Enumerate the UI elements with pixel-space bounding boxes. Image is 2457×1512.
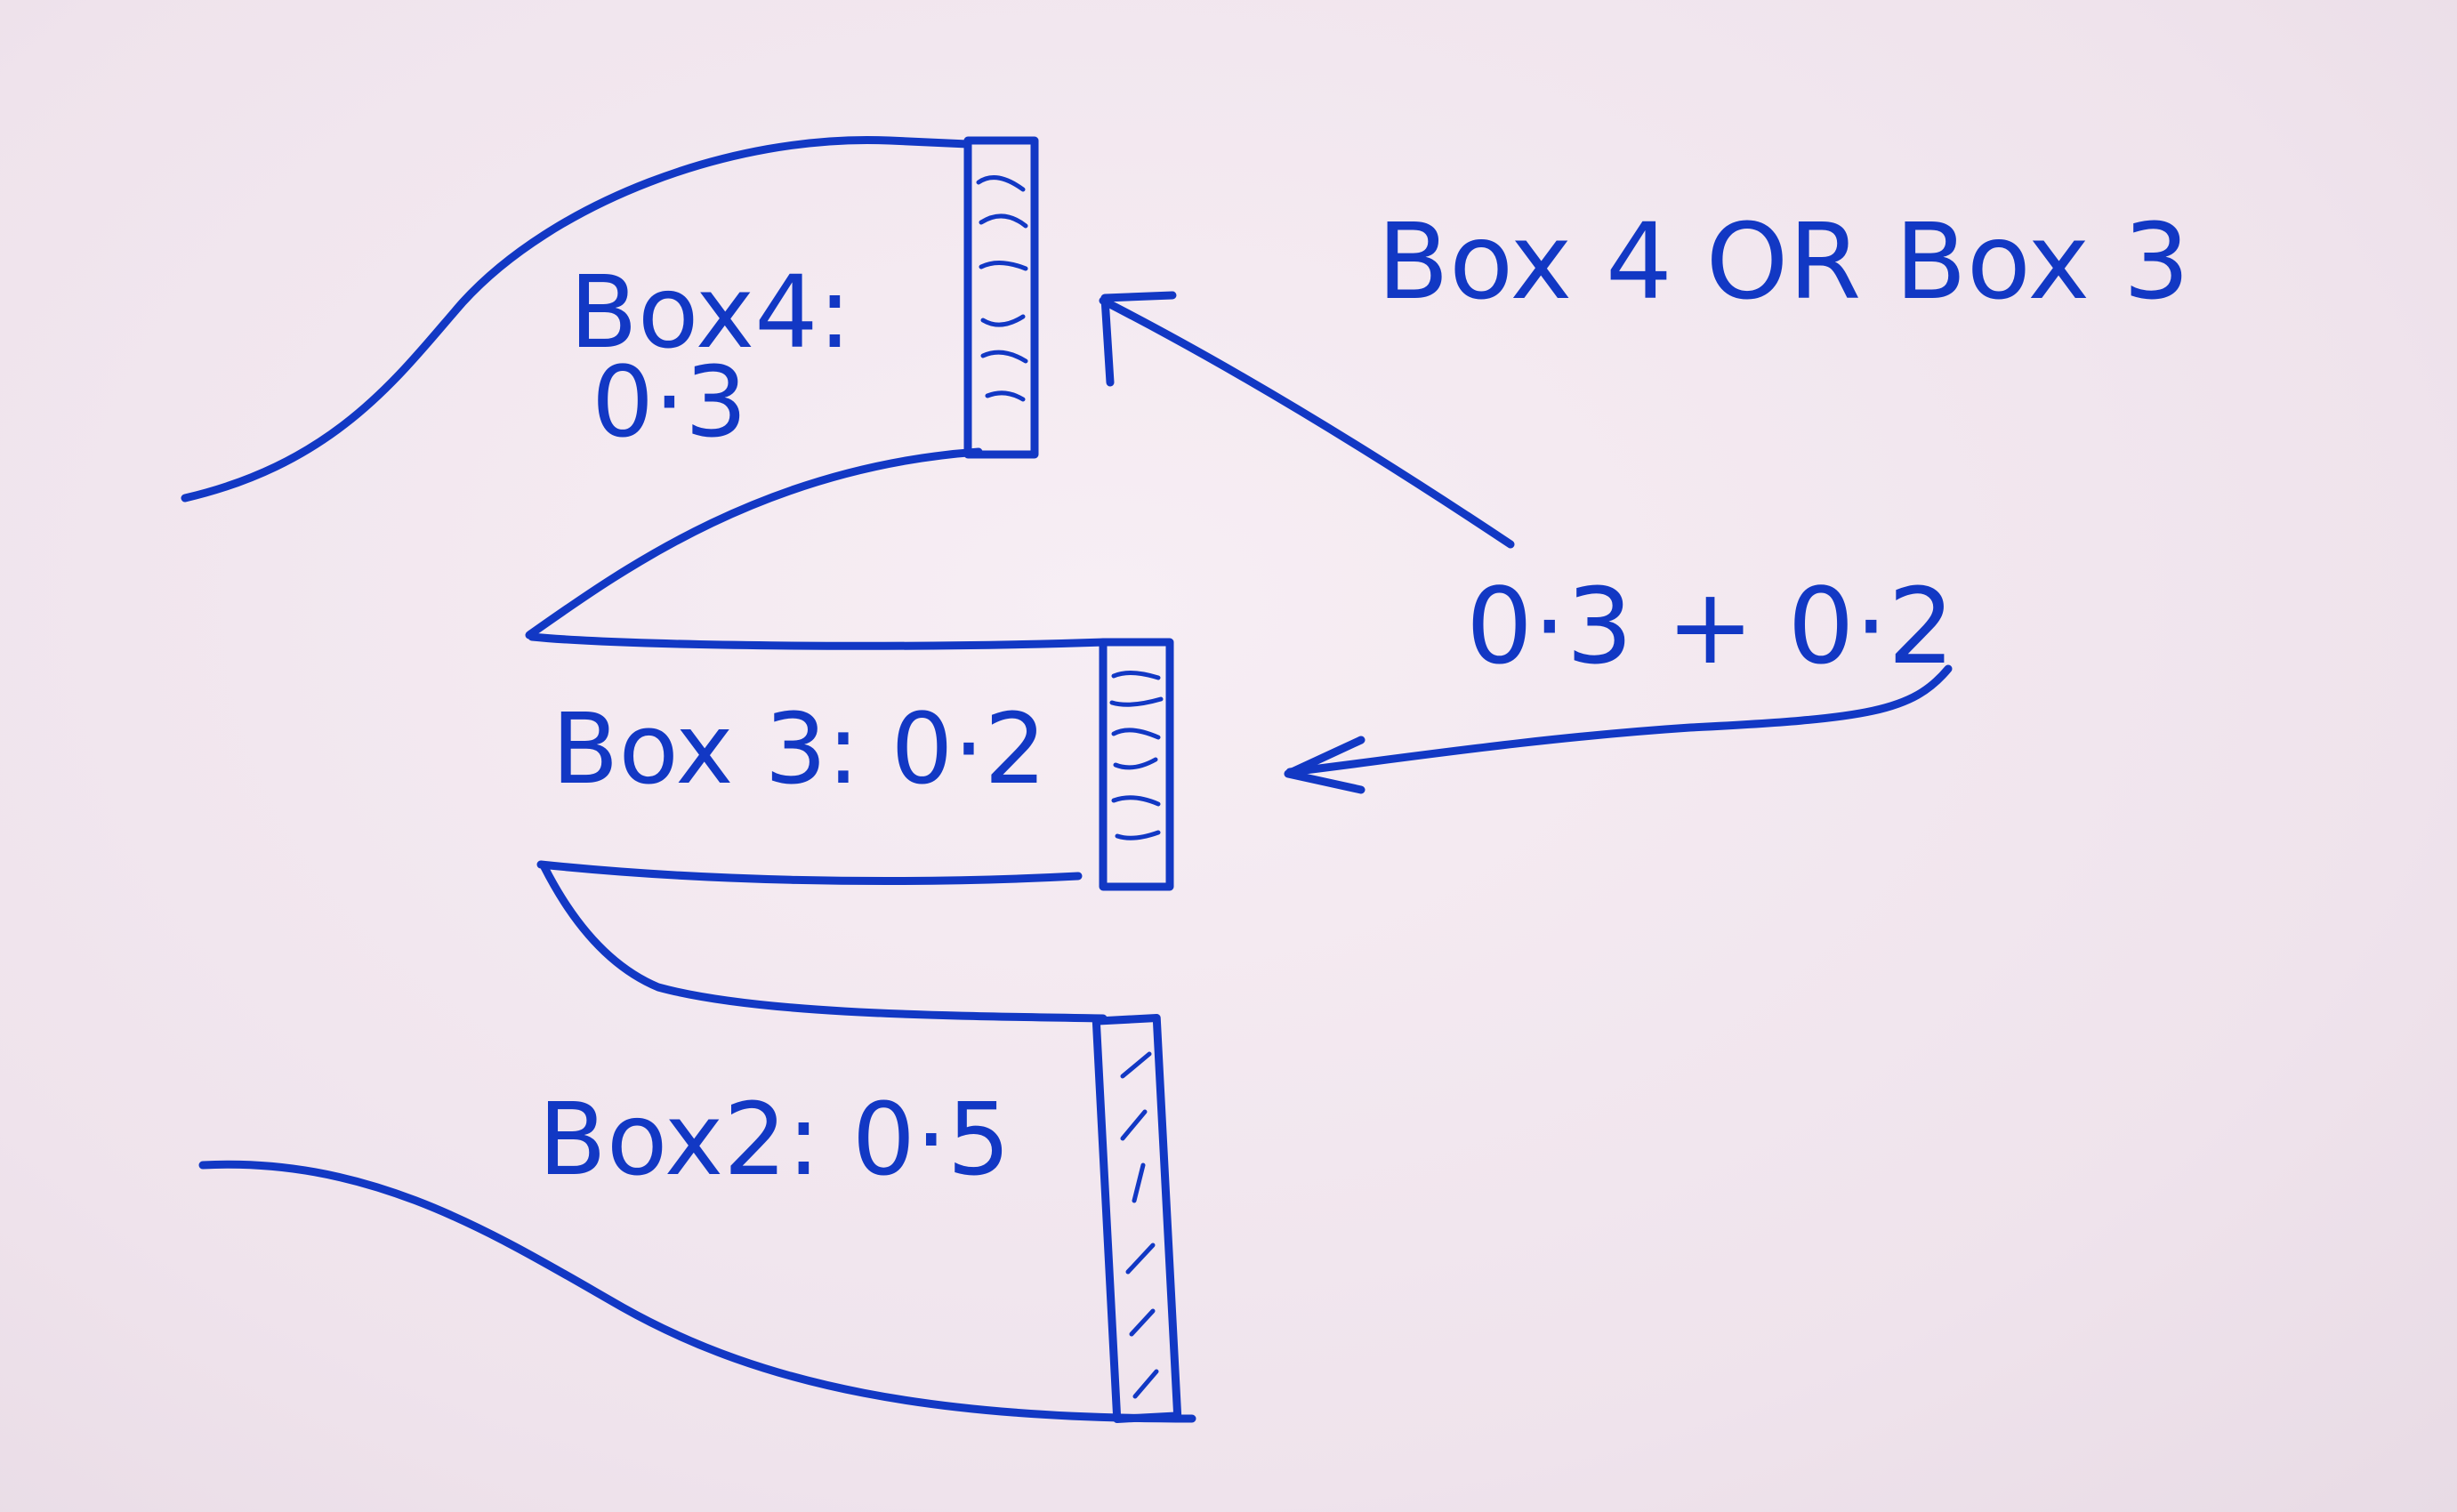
box4-funnel — [181, 135, 1039, 639]
box2-slot — [1092, 1014, 1182, 1423]
choice-label: Box 4 OR Box 3 — [1377, 200, 2190, 323]
arrow-to-box3 — [1284, 664, 1953, 794]
arrow-to-box3-shaft — [1285, 664, 1953, 776]
arrow-to-box4 — [1099, 291, 1515, 549]
box4-slot-hatching — [976, 175, 1028, 402]
box3-top-line — [528, 632, 1109, 650]
box2-bottom-curve — [198, 1160, 1196, 1423]
box2-top-curve — [540, 863, 1108, 1023]
box3-funnel — [528, 632, 1174, 891]
box4-value-label: 0·3 — [592, 345, 747, 459]
box2-slot-hatching — [1120, 1051, 1159, 1399]
arrow-to-box4-shaft — [1099, 296, 1515, 549]
sum-label: 0·3 + 0·2 — [1466, 565, 1954, 688]
box4-top-curve — [181, 135, 972, 503]
box4-name-label: Box4: — [569, 255, 851, 371]
box3-bottom-line — [536, 860, 1083, 886]
box3-slot — [1099, 638, 1174, 891]
box3-slot-hatching — [1109, 671, 1164, 840]
box3-label: Box 3: 0·2 — [552, 692, 1046, 806]
box4-slot — [963, 136, 1039, 459]
box2-funnel — [198, 863, 1196, 1423]
arrow-to-box4-head — [1100, 291, 1177, 387]
box4-bottom-curve — [525, 447, 983, 639]
box2-label: Box2: 0·5 — [538, 1082, 1011, 1198]
arrow-to-box3-head — [1284, 736, 1365, 794]
